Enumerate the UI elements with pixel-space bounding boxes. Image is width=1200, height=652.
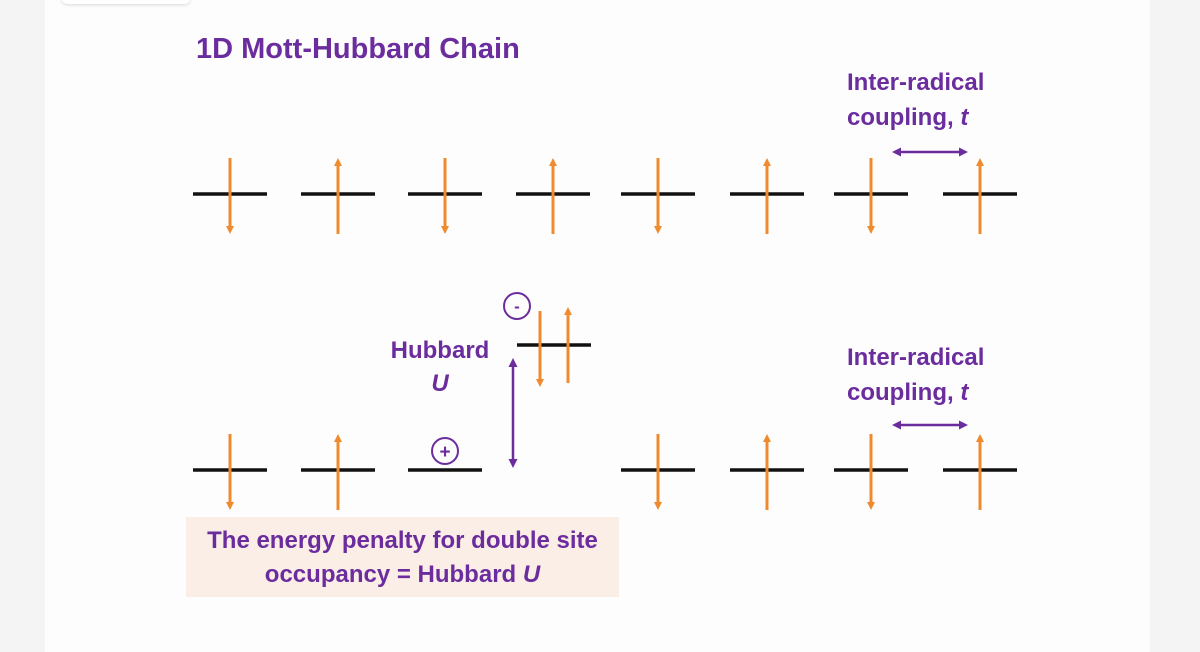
- note-box: The energy penalty for double site occup…: [186, 517, 619, 597]
- window-tab: [62, 0, 190, 4]
- minus-sign: -: [514, 297, 520, 316]
- slide-title: 1D Mott-Hubbard Chain: [196, 33, 520, 65]
- coupling-symbol: t: [960, 379, 969, 406]
- coupling-label-line2: coupling,: [847, 379, 961, 406]
- note-symbol: U: [522, 561, 541, 588]
- coupling-label-line2: coupling,: [847, 104, 961, 131]
- coupling-label-line1: Inter-radical: [847, 69, 985, 96]
- hubbard-label-text: Hubbard: [390, 337, 490, 364]
- hubbard-symbol: U: [431, 370, 449, 397]
- coupling-symbol: t: [960, 104, 969, 131]
- coupling-label-bottom: Inter-radical coupling, t: [847, 340, 984, 410]
- plus-charge-icon: +: [431, 437, 459, 465]
- note-text: The energy penalty for double site occup…: [207, 527, 598, 588]
- coupling-label-top: Inter-radical coupling, t: [847, 65, 984, 135]
- plus-sign: +: [439, 442, 450, 463]
- hubbard-u-label: Hubbard U: [383, 334, 497, 400]
- coupling-label-line1: Inter-radical: [847, 344, 985, 371]
- minus-charge-icon: -: [503, 292, 531, 320]
